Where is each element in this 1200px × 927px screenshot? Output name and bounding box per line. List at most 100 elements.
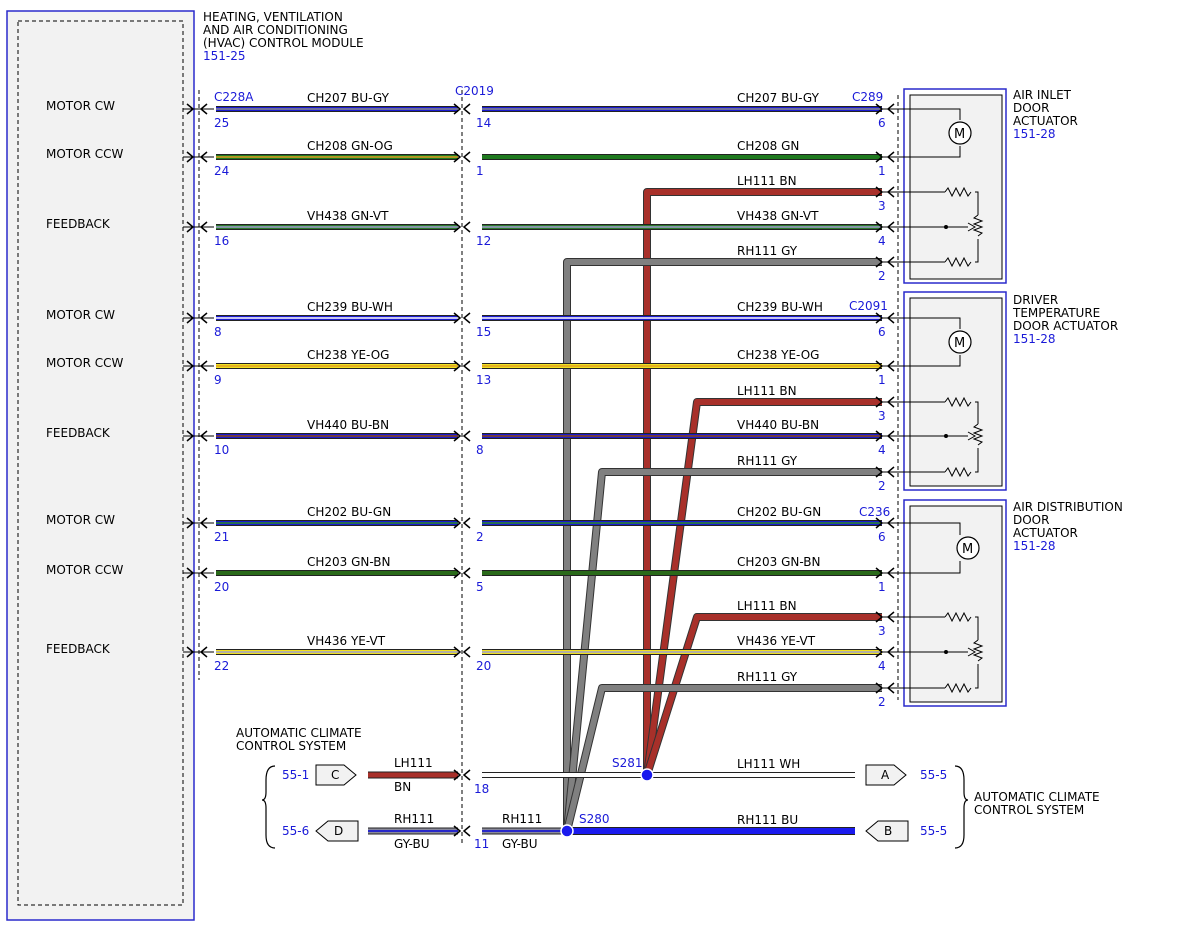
- actuator-pin-number: 4: [878, 443, 886, 457]
- conn-c-ref: 55-1: [282, 768, 309, 782]
- module-pin-number: 10: [214, 443, 229, 457]
- driver-temp-name-2: TEMPERATURE: [1012, 306, 1100, 320]
- air-dist-connector-label: C236: [859, 505, 890, 519]
- actuator-pin-arrow: [875, 312, 884, 324]
- air-inlet-name-3: ACTUATOR: [1013, 114, 1078, 128]
- module-pin-arrow: [199, 646, 208, 658]
- inline-pin-number: 15: [476, 325, 491, 339]
- module-pin-number: 22: [214, 659, 229, 673]
- circuit-label-left: VH436 YE-VT: [307, 634, 386, 648]
- actuator-pin-number: 6: [878, 325, 886, 339]
- actuator-pin-number: 4: [878, 234, 886, 248]
- inline-pin-arrow: [462, 103, 471, 115]
- reference-wire-row: LH111 BN3: [737, 599, 910, 638]
- inline-pin-arrow: [453, 151, 462, 163]
- actuator-pin-arrow: [875, 186, 884, 198]
- pin-function-label: MOTOR CCW: [46, 356, 123, 370]
- module-pin-arrow: [186, 646, 195, 658]
- module-pin-number: 16: [214, 234, 229, 248]
- inline-pin-arrow: [453, 430, 462, 442]
- driver-temp-connector-label: C2091: [849, 299, 888, 313]
- pin-function-label: FEEDBACK: [46, 217, 111, 231]
- inline-pin-arrow: [453, 517, 462, 529]
- motor-icon: M: [910, 317, 972, 367]
- connector-letter: D: [334, 824, 343, 838]
- climate-left-title-1: AUTOMATIC CLIMATE: [236, 726, 362, 740]
- pin-function-label: MOTOR CCW: [46, 147, 123, 161]
- module-title-1: HEATING, VENTILATION: [203, 10, 343, 24]
- reference-wire-row: RH111 GY2: [737, 454, 910, 493]
- lh111-branch-air-inlet: [643, 188, 882, 775]
- circuit-label-right: CH239 BU-WH: [737, 300, 823, 314]
- inline-pin-arrow: [453, 360, 462, 372]
- inline-pin-arrow: [462, 646, 471, 658]
- ref-circuit-label: LH111 BN: [737, 599, 797, 613]
- module-connector-label: C228A: [214, 90, 254, 104]
- climate-left-title-2: CONTROL SYSTEM: [236, 739, 346, 753]
- air-dist-name-3: ACTUATOR: [1013, 526, 1078, 540]
- circuit-label-right: VH436 YE-VT: [737, 634, 816, 648]
- air-inlet-ref: 151-28: [1013, 127, 1056, 141]
- inline-connector-label: C2019: [455, 84, 494, 98]
- module-title-3: (HVAC) CONTROL MODULE: [203, 36, 364, 50]
- circuit-label-right: CH207 BU-GY: [737, 91, 820, 105]
- inline-pin-number: 1: [476, 164, 484, 178]
- actuator-pin-number: 6: [878, 530, 886, 544]
- inline-pin-number: 2: [476, 530, 484, 544]
- circuit-label-left: VH440 BU-BN: [307, 418, 389, 432]
- conn-d-pin: 11: [474, 837, 489, 851]
- pin-function-label: MOTOR CW: [46, 513, 115, 527]
- left-brace: [261, 765, 276, 849]
- inline-pin-arrow: [453, 221, 462, 233]
- connector-c: [315, 764, 357, 786]
- actuator-pin-arrow: [886, 186, 895, 198]
- module-pin-arrow: [199, 430, 208, 442]
- module-pin-number: 21: [214, 530, 229, 544]
- inline-pin-number: 20: [476, 659, 491, 673]
- actuator-pin-arrow: [875, 682, 884, 694]
- conn-a-ref: 55-5: [920, 768, 947, 782]
- inline-pin-arrow: [453, 646, 462, 658]
- inline-pin-arrow: [453, 769, 462, 781]
- circuit-label-right: VH440 BU-BN: [737, 418, 819, 432]
- ref-pin-number: 2: [878, 479, 886, 493]
- actuator-pin-number: 4: [878, 659, 886, 673]
- actuator-pin-arrow: [875, 256, 884, 268]
- module-pin-arrow: [199, 221, 208, 233]
- module-pin-arrow: [199, 360, 208, 372]
- driver-temp-ref: 151-28: [1013, 332, 1056, 346]
- actuator-pin-arrow: [875, 430, 884, 442]
- driver-temp-name-1: DRIVER: [1013, 293, 1058, 307]
- air-inlet-actuator-label: AIR INLET DOOR ACTUATOR 151-28: [1013, 88, 1078, 141]
- circuit-label-right: CH238 YE-OG: [737, 348, 819, 362]
- actuator-pin-arrow: [875, 396, 884, 408]
- inline-pin-number: 12: [476, 234, 491, 248]
- ref-circuit-label: LH111 BN: [737, 174, 797, 188]
- module-pin-arrow: [199, 517, 208, 529]
- inline-pin-arrow: [462, 567, 471, 579]
- connector-letter: A: [881, 768, 890, 782]
- circuit-label-right: VH438 GN-VT: [737, 209, 819, 223]
- module-pin-arrow: [199, 567, 208, 579]
- splice-s281-label: S281: [612, 756, 643, 770]
- air-dist-ref: 151-28: [1013, 539, 1056, 553]
- potentiometer-icon: [910, 186, 984, 268]
- connector-letter: B: [884, 824, 892, 838]
- air-inlet-connector-label: C289: [852, 90, 883, 104]
- module-pin-arrow: [186, 103, 195, 115]
- actuator-pin-arrow: [886, 396, 895, 408]
- circuit-label-left: CH239 BU-WH: [307, 300, 393, 314]
- circuit-label-left: VH438 GN-VT: [307, 209, 389, 223]
- conn-d-color: GY-BU: [394, 837, 430, 851]
- pin-function-label: FEEDBACK: [46, 426, 111, 440]
- inline-pin-arrow: [462, 430, 471, 442]
- air-dist-actuator-inner: [909, 505, 1003, 703]
- ref-circuit-label: RH111 GY: [737, 244, 798, 258]
- connector-b: [865, 820, 909, 842]
- inline-pin-arrow: [462, 360, 471, 372]
